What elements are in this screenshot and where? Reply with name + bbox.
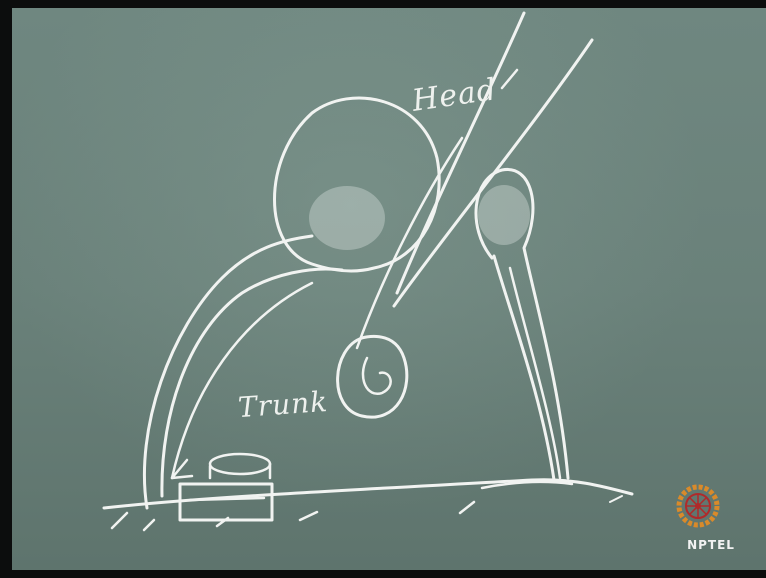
chalk-smudge: [478, 185, 530, 245]
head-diagonal-outer: [395, 11, 526, 295]
nptel-logo: NPTEL: [676, 484, 746, 564]
left-arm-arrow: [170, 458, 194, 480]
left-arm-outer: [142, 234, 314, 510]
right-stem-outer: [474, 168, 570, 480]
chalk-smudge: [309, 186, 385, 250]
base-stroke: [188, 496, 266, 502]
base-block: [178, 482, 274, 522]
nptel-logo-text: NPTEL: [687, 538, 735, 552]
left-arm-line: [170, 281, 314, 480]
chalkboard: Head Trunk NPTEL: [12, 8, 766, 570]
ground-hatch: [298, 510, 319, 522]
ground-hatch: [458, 500, 476, 515]
right-stem-base: [480, 480, 574, 490]
right-stem-line: [508, 266, 562, 480]
nptel-wheel-icon: [676, 484, 720, 528]
right-stem-inner: [492, 254, 556, 482]
left-arm-inner: [160, 267, 344, 498]
head-diagonal-inner: [392, 38, 594, 308]
base-cylinder: [208, 452, 272, 476]
head-diagonal-line: [355, 136, 464, 350]
trunk-spiral: [361, 356, 392, 395]
trunk-label: Trunk: [236, 384, 330, 425]
head-circle: [273, 96, 441, 273]
head-slash: [500, 68, 519, 90]
ground-hatch: [609, 495, 623, 503]
trunk-circle: [336, 334, 409, 419]
chalk-drawing: [102, 11, 634, 532]
ground-hatch: [142, 518, 156, 532]
base-cylinder-side: [208, 462, 272, 480]
ground-hatch: [110, 511, 129, 530]
